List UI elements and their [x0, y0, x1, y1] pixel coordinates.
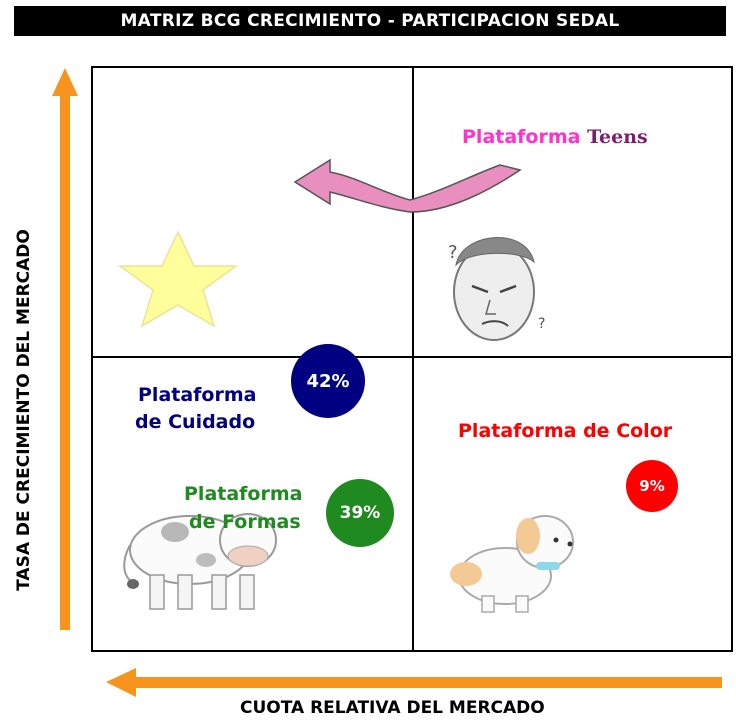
svg-text:?: ?	[538, 316, 545, 332]
cow-icon	[123, 513, 277, 610]
star-icon	[117, 230, 239, 328]
color-share-bubble: 9%	[626, 460, 678, 512]
y-axis-arrow	[52, 68, 78, 630]
teens-label-prefix: Plataforma	[462, 126, 588, 148]
svg-text:?: ?	[448, 242, 458, 263]
cuidado-label-line1: Plataforma	[138, 384, 257, 406]
x-axis-arrow	[106, 668, 722, 697]
x-axis-label: CUOTA RELATIVA DEL MERCADO	[240, 698, 545, 718]
formas-label-line1: Plataforma	[184, 483, 303, 505]
matrix-grid	[91, 66, 733, 652]
curved-arrow-icon	[293, 158, 522, 213]
cuidado-label-line2: de Cuidado	[135, 411, 256, 433]
teens-label-emphasis: Teens	[587, 126, 648, 148]
matrix-title: MATRIZ BCG CRECIMIENTO - PARTICIPACION S…	[14, 6, 726, 36]
cuidado-share-bubble: 42%	[291, 344, 365, 418]
question-face-icon: ? ?	[448, 237, 545, 341]
teens-label: Plataforma Teens	[462, 124, 648, 150]
dog-icon	[450, 515, 574, 613]
y-axis-label: TASA DE CRECIMIENTO DEL MERCADO	[14, 229, 34, 591]
formas-label-line2: de Formas	[189, 511, 301, 533]
formas-share-bubble: 39%	[326, 479, 394, 547]
color-label: Plataforma de Color	[458, 420, 673, 442]
